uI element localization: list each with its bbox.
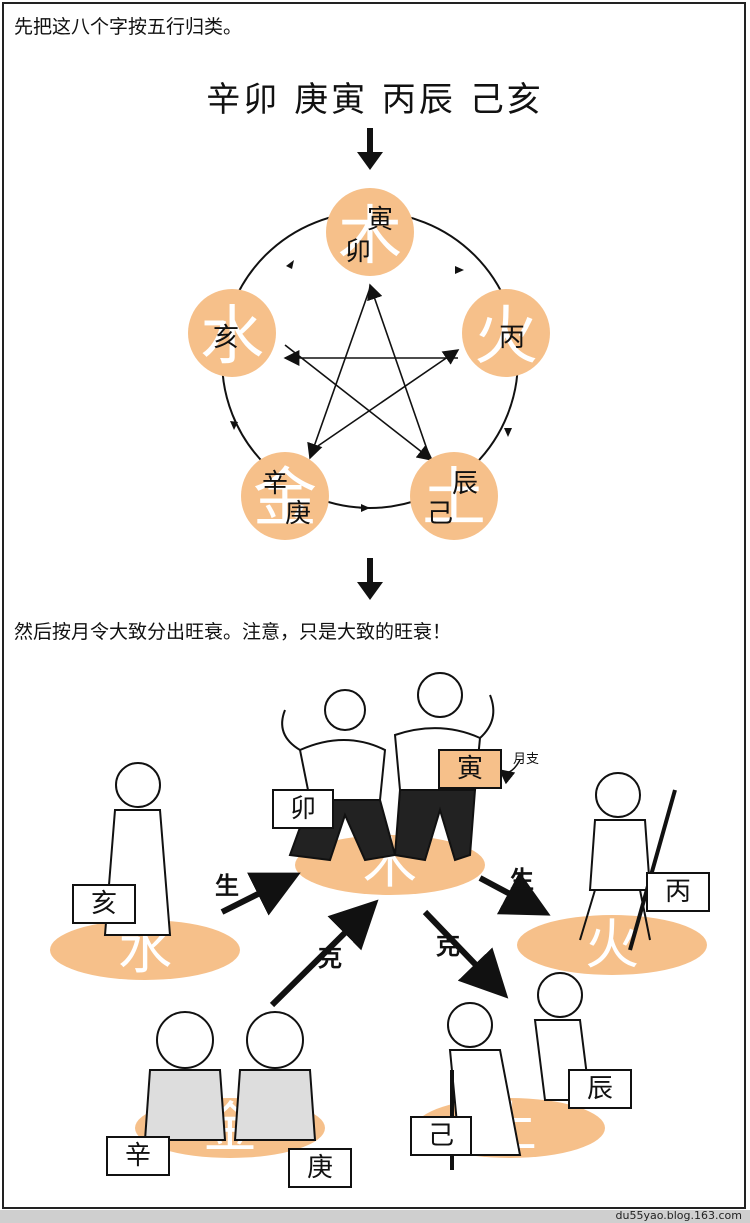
label-hai: 亥	[72, 884, 136, 924]
element-glyph: 水	[200, 300, 264, 374]
label-yin: 寅	[438, 749, 502, 789]
element-metal: 金 辛 庚	[241, 452, 329, 540]
control-arrow	[367, 283, 431, 459]
scene-illustration: 木 水 火 金 土	[50, 672, 707, 1170]
ke-left-arrow	[269, 899, 379, 1008]
wood-ground: 木	[295, 832, 485, 895]
five-elements-wheel: 木 寅 卯 火 丙 土 辰 己 金 辛 庚 水 亥	[188, 188, 550, 540]
cycle-arrow-icon	[230, 421, 238, 430]
eight-characters: 辛卯 庚寅 丙辰 己亥	[206, 80, 544, 120]
label-ji: 己	[410, 1116, 472, 1156]
label-bing: 丙	[646, 872, 710, 912]
month-branch-note: 月支	[513, 752, 540, 767]
control-arrow	[307, 287, 371, 460]
branch-char: 己	[427, 499, 453, 529]
cycle-arrow-icon	[361, 504, 370, 512]
branch-char: 亥	[213, 323, 239, 353]
cycle-arrow-icon	[455, 266, 464, 274]
intro-text: 先把这八个字按五行归类。	[14, 16, 243, 38]
cycle-arrow-icon	[286, 260, 294, 269]
element-water: 水 亥	[188, 289, 276, 377]
element-glyph: 土	[422, 462, 486, 536]
element-glyph: 火	[474, 300, 538, 374]
footer-bar: du55yao.blog.163.com	[0, 1209, 750, 1223]
label-mao: 卯	[272, 789, 334, 829]
cycle-arrow-icon	[504, 428, 512, 437]
control-arrow	[311, 349, 460, 451]
down-arrow-icon	[357, 128, 383, 172]
element-fire: 火 丙	[462, 289, 550, 377]
down-arrow-icon	[357, 558, 383, 602]
ke-right-label: 克	[436, 932, 460, 960]
label-geng: 庚	[288, 1148, 352, 1188]
branch-char: 庚	[285, 499, 311, 529]
ke-left-label: 克	[318, 944, 342, 972]
element-wood: 木 寅 卯	[326, 188, 414, 276]
label-xin: 辛	[106, 1136, 170, 1176]
branch-char: 辛	[262, 469, 288, 499]
control-arrow	[284, 344, 434, 461]
branch-char: 寅	[367, 205, 393, 235]
label-chen: 辰	[568, 1069, 632, 1109]
element-glyph: 金	[253, 462, 317, 536]
boy-figure	[579, 772, 677, 951]
sheng-left-arrow	[220, 872, 301, 916]
branch-char: 卯	[345, 237, 371, 267]
ke-right-arrow	[422, 909, 509, 999]
sheng-right-label: 生	[510, 866, 534, 894]
fat-men-figures	[143, 1011, 317, 1141]
comic-frame	[2, 2, 746, 1209]
sheng-right-arrow	[478, 871, 551, 916]
fire-ground: 火	[517, 913, 707, 976]
sheng-left-label: 生	[215, 872, 239, 900]
footer-url: du55yao.blog.163.com	[615, 1209, 742, 1222]
element-earth: 土 辰 己	[410, 452, 498, 540]
element-glyph: 木	[338, 200, 402, 274]
branch-char: 辰	[452, 469, 478, 499]
branch-char: 丙	[499, 323, 525, 353]
second-text: 然后按月令大致分出旺衰。注意，只是大致的旺衰！	[14, 621, 452, 643]
